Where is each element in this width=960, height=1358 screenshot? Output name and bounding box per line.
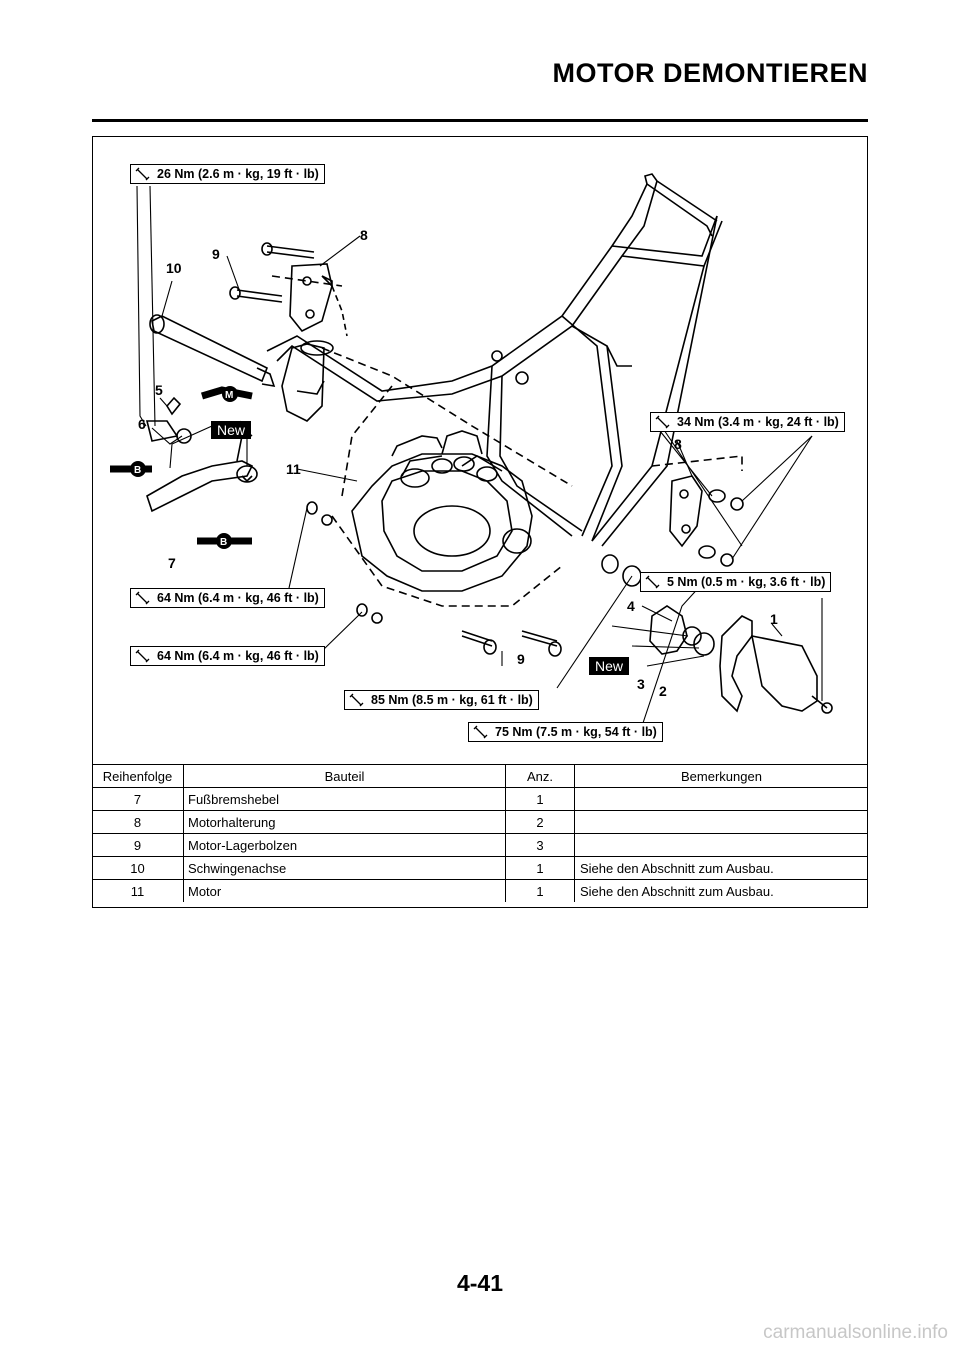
table-row: 9 Motor-Lagerbolzen 3 <box>92 833 868 857</box>
table-cell: 1 <box>505 879 575 902</box>
lubricant-b-symbol-upper: B <box>110 461 152 477</box>
page-title: MOTOR DEMONTIEREN <box>552 58 868 88</box>
table-cell <box>574 787 868 811</box>
watermark: carmanualsonline.info <box>763 1322 948 1343</box>
page-number: 4-41 <box>456 1270 504 1296</box>
table-row: 10 Schwingenachse 1 Siehe den Abschnitt … <box>92 856 868 880</box>
table-cell: 1 <box>505 787 575 811</box>
torque-wrench-icon <box>645 575 660 589</box>
callout-4: 4 <box>627 598 635 614</box>
callout-8-right: 8 <box>674 436 682 452</box>
engine-exploded-diagram: 10 9 8 5 6 11 7 8 4 1 3 2 9 M B B <box>110 173 833 727</box>
table-cell: 9 <box>92 833 184 857</box>
torque-label-64nm-upper: 64 Nm (6.4 m · kg, 46 ft · lb) <box>130 588 325 608</box>
table-cell: 8 <box>92 810 184 834</box>
torque-label-5nm: 5 Nm (0.5 m · kg, 3.6 ft · lb) <box>640 572 832 592</box>
torque-label-26nm: 26 Nm (2.6 m · kg, 19 ft · lb) <box>130 164 325 184</box>
table-cell: 11 <box>92 879 184 902</box>
table-cell: Schwingenachse <box>183 856 506 880</box>
parts-table: Reihenfolge Bauteil Anz. Bemerkungen 7 F… <box>92 764 868 902</box>
table-cell: Motor-Lagerbolzen <box>183 833 506 857</box>
torque-label-64nm-lower: 64 Nm (6.4 m · kg, 46 ft · lb) <box>130 646 325 666</box>
table-header-row: Reihenfolge Bauteil Anz. Bemerkungen <box>92 764 868 788</box>
content-frame <box>92 136 868 908</box>
table-cell: Motorhalterung <box>183 810 506 834</box>
torque-wrench-icon <box>655 415 670 429</box>
torque-label-34nm: 34 Nm (3.4 m · kg, 24 ft · lb) <box>650 412 845 432</box>
callout-5: 5 <box>155 382 163 398</box>
table-cell: 3 <box>505 833 575 857</box>
column-header: Bauteil <box>183 764 506 788</box>
svg-text:B: B <box>134 465 141 476</box>
torque-wrench-icon <box>135 649 150 663</box>
table-cell: Siehe den Abschnitt zum Ausbau. <box>574 856 868 880</box>
table-cell <box>574 810 868 834</box>
torque-wrench-icon <box>473 725 488 739</box>
callout-2: 2 <box>659 683 667 699</box>
svg-text:M: M <box>225 390 233 401</box>
svg-text:B: B <box>220 537 227 548</box>
table-row: 11 Motor 1 Siehe den Abschnitt zum Ausba… <box>92 879 868 902</box>
table-cell: 7 <box>92 787 184 811</box>
callout-9-upper: 9 <box>212 246 220 262</box>
torque-label-85nm: 85 Nm (8.5 m · kg, 61 ft · lb) <box>344 690 539 710</box>
torque-wrench-icon <box>135 591 150 605</box>
column-header: Anz. <box>505 764 575 788</box>
table-cell: 1 <box>505 856 575 880</box>
callout-11: 11 <box>286 461 301 477</box>
table-cell: 10 <box>92 856 184 880</box>
table-cell: Motor <box>183 879 506 902</box>
torque-wrench-icon <box>349 693 364 707</box>
table-row: 7 Fußbremshebel 1 <box>92 787 868 811</box>
table-cell <box>574 833 868 857</box>
table-cell: 2 <box>505 810 575 834</box>
new-part-badge: New <box>589 657 630 675</box>
callout-3: 3 <box>637 676 645 692</box>
lubricant-b-symbol-lower: B <box>197 533 252 549</box>
torque-wrench-icon <box>135 167 150 181</box>
table-cell: Fußbremshebel <box>183 787 506 811</box>
title-rule <box>92 119 868 122</box>
new-part-badge: New <box>211 421 252 439</box>
callout-7: 7 <box>168 555 176 571</box>
table-cell: Siehe den Abschnitt zum Ausbau. <box>574 879 868 902</box>
lubricant-m-symbol: M <box>200 386 253 402</box>
column-header: Reihenfolge <box>92 764 184 788</box>
callout-1: 1 <box>770 611 778 627</box>
table-row: 8 Motorhalterung 2 <box>92 810 868 834</box>
callout-6: 6 <box>138 416 146 432</box>
callout-9-lower: 9 <box>517 651 525 667</box>
callout-10: 10 <box>166 260 182 276</box>
column-header: Bemerkungen <box>574 764 868 788</box>
torque-label-75nm: 75 Nm (7.5 m · kg, 54 ft · lb) <box>468 722 663 742</box>
callout-8-upper: 8 <box>360 227 368 243</box>
